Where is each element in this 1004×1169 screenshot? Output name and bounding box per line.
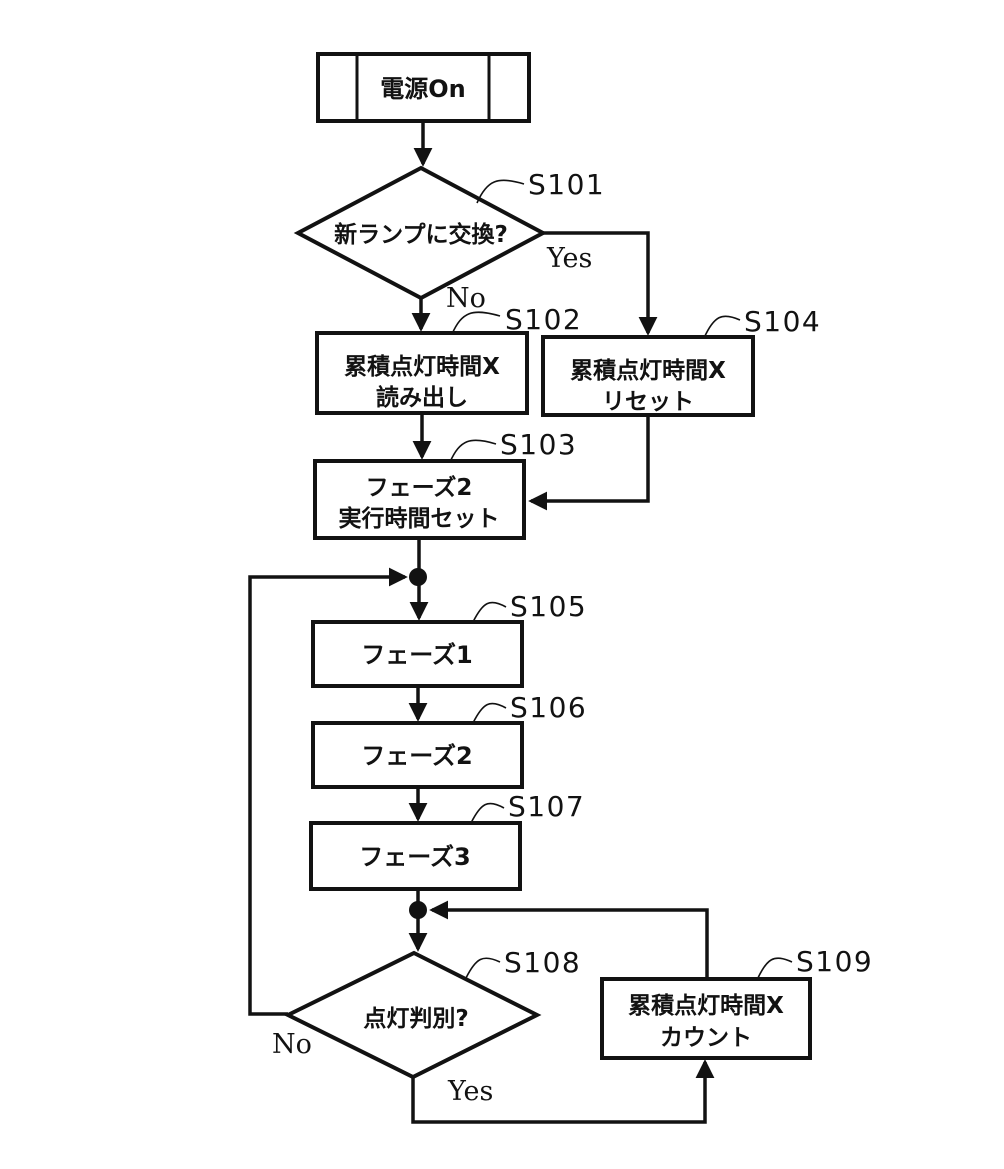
s101-step-label: S101 [528,168,605,201]
branch-labels: Yes No No Yes [272,243,592,1107]
s101-no-label: No [446,283,486,314]
s101-yes-label: Yes [546,243,592,274]
s107-step-label: S107 [508,790,585,823]
s102-box-shape [315,331,529,415]
s104-label-line1: 累積点灯時間X [570,358,726,384]
s105-leader-line [472,601,507,623]
edge-s104-to-s103 [528,415,650,511]
s107-leader-line [470,802,505,824]
s103-box-shape [313,459,526,540]
s109-label-line2: カウント [660,1025,752,1051]
node-s107-process: フェーズ3 [309,821,522,891]
s104-label-line2: リセット [602,389,694,415]
start-terminal-shape [316,52,531,123]
node-s105-process: フェーズ1 [311,620,524,688]
s109-step-label: S109 [796,945,873,978]
s103-leader-line [449,439,497,463]
s106-box-shape [311,721,524,789]
s108-label: 点灯判別? [363,1006,468,1032]
s108-diamond-shape [283,950,542,1080]
s106-leader-line [472,702,507,724]
s107-box-shape [309,821,522,891]
s108-step-label: S108 [504,946,581,979]
s104-box-shape [541,335,755,417]
s105-box-shape [311,620,524,688]
node-s104-process: 累積点灯時間X リセット [541,335,755,417]
node-s103-process: フェーズ2 実行時間セット [313,459,526,540]
flow-nodes: 電源On 新ランプに交換? 累積点灯時間X 読み出し 累積点灯時間X リセット … [283,52,812,1080]
s102-step-label: S102 [505,303,582,336]
s106-step-label: S106 [510,691,587,724]
node-start-terminal: 電源On [316,52,531,123]
node-s101-decision: 新ランプに交換? [293,165,548,301]
node-s106-process: フェーズ2 [311,721,524,789]
s105-label: フェーズ1 [361,641,473,669]
s107-label: フェーズ3 [359,843,471,871]
start-label: 電源On [380,75,466,103]
s104-step-label: S104 [744,305,821,338]
s102-label-line1: 累積点灯時間X [344,354,500,380]
s105-step-label: S105 [510,590,587,623]
s103-step-label: S103 [500,428,577,461]
edge-s108-no-loop-to-junction1 [248,567,408,1016]
s106-label: フェーズ2 [361,742,473,770]
edge-s108-yes-to-s109 [411,1059,715,1124]
node-s102-process: 累積点灯時間X 読み出し [315,331,529,415]
node-s109-process: 累積点灯時間X カウント [600,977,812,1060]
s109-leader-line [756,957,793,981]
s102-label-line2: 読み出し [376,384,468,411]
step-labels: S101 S102 S103 S104 S105 S106 S107 S108 … [449,168,873,981]
s103-label-line1: フェーズ2 [366,474,473,501]
junction1-dot [409,568,427,586]
edge-s101-yes-to-s104 [543,231,658,336]
s101-label: 新ランプに交換? [334,221,508,248]
junction2-dot [409,901,427,919]
s108-leader-line [465,957,501,979]
s108-yes-label: Yes [447,1076,493,1107]
s104-leader-line [703,315,741,339]
s108-no-label: No [272,1029,312,1060]
node-s108-decision: 点灯判別? [283,950,542,1080]
s101-diamond-shape [293,165,548,301]
s102-leader-line [451,311,501,335]
s101-leader-line [476,179,525,204]
s109-box-shape [600,977,812,1060]
edge-s109-return-to-junction2 [429,900,709,979]
s103-label-line2: 実行時間セット [339,505,500,532]
s109-label-line1: 累積点灯時間X [628,993,784,1019]
